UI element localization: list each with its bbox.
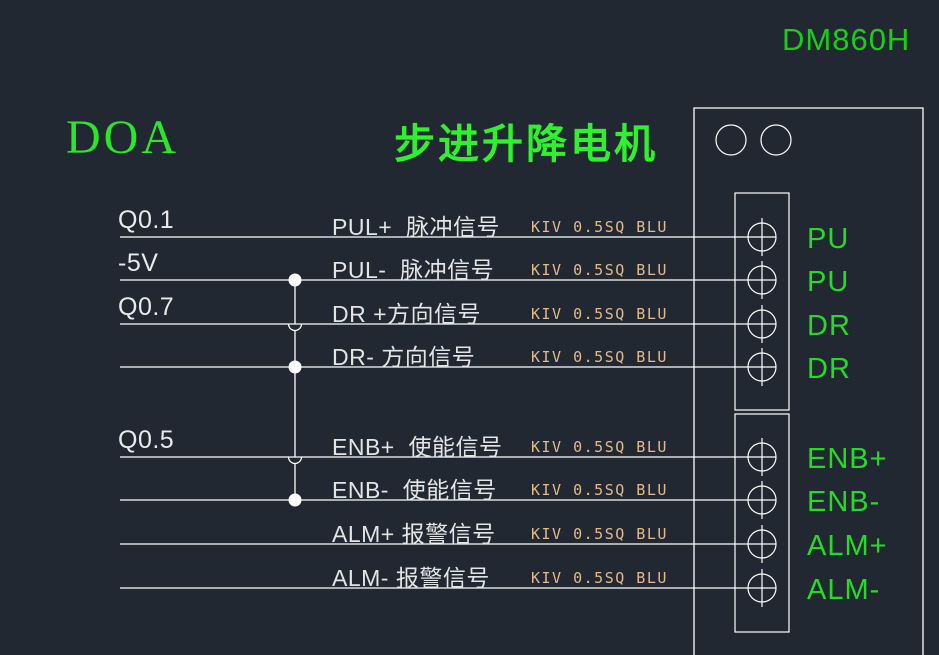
wire-spec-label: KIV 0.5SQ BLU bbox=[531, 305, 668, 323]
signal-label: ENB+ 使能信号 bbox=[332, 434, 503, 460]
signal-label: ALM- 报警信号 bbox=[332, 565, 490, 591]
wire-hop-arc bbox=[287, 456, 303, 465]
signal-label: PUL+ 脉冲信号 bbox=[332, 214, 500, 240]
junction-dot bbox=[288, 360, 302, 374]
wire-spec-label: KIV 0.5SQ BLU bbox=[531, 261, 668, 279]
wire-spec-label: KIV 0.5SQ BLU bbox=[531, 438, 668, 456]
driver-terminal-label: DR bbox=[807, 353, 851, 385]
wire-hop-arc bbox=[287, 323, 303, 332]
wire-spec-label: KIV 0.5SQ BLU bbox=[531, 525, 668, 543]
mounting-hole bbox=[715, 124, 747, 156]
driver-terminal-label: ENB- bbox=[807, 486, 881, 518]
mounting-hole bbox=[760, 124, 792, 156]
wire-spec-label: KIV 0.5SQ BLU bbox=[531, 569, 668, 587]
driver-terminal-label: ALM+ bbox=[807, 530, 888, 562]
driver-terminal-label: ENB+ bbox=[807, 443, 888, 475]
terminal-strip-lower bbox=[734, 413, 790, 633]
wire-spec-label: KIV 0.5SQ BLU bbox=[531, 481, 668, 499]
plc-output-label: -5V bbox=[118, 249, 159, 277]
driver-terminal-label: PU bbox=[807, 266, 850, 298]
driver-terminal-label: DR bbox=[807, 310, 851, 342]
wire-spec-label: KIV 0.5SQ BLU bbox=[531, 348, 668, 366]
junction-dot bbox=[288, 273, 302, 287]
signal-label: DR +方向信号 bbox=[332, 301, 482, 327]
terminal-strip-upper bbox=[734, 192, 790, 411]
output-group-label: DOA bbox=[66, 111, 179, 164]
signal-label: ENB- 使能信号 bbox=[332, 477, 497, 503]
driver-terminal-label: PU bbox=[807, 223, 850, 255]
plc-output-label: Q0.5 bbox=[118, 426, 175, 454]
wire-spec-label: KIV 0.5SQ BLU bbox=[531, 218, 668, 236]
signal-label: PUL- 脉冲信号 bbox=[332, 257, 495, 283]
signal-label: ALM+ 报警信号 bbox=[332, 521, 496, 547]
junction-dot bbox=[288, 493, 302, 507]
plc-output-label: Q0.7 bbox=[118, 293, 175, 321]
plc-output-label: Q0.1 bbox=[118, 206, 175, 234]
drawing-title: 步进升降电机 bbox=[394, 120, 658, 168]
driver-body-outline bbox=[693, 107, 924, 655]
signal-label: DR- 方向信号 bbox=[332, 344, 476, 370]
driver-terminal-label: ALM- bbox=[807, 574, 881, 606]
driver-model-label: DM860H bbox=[782, 22, 911, 57]
